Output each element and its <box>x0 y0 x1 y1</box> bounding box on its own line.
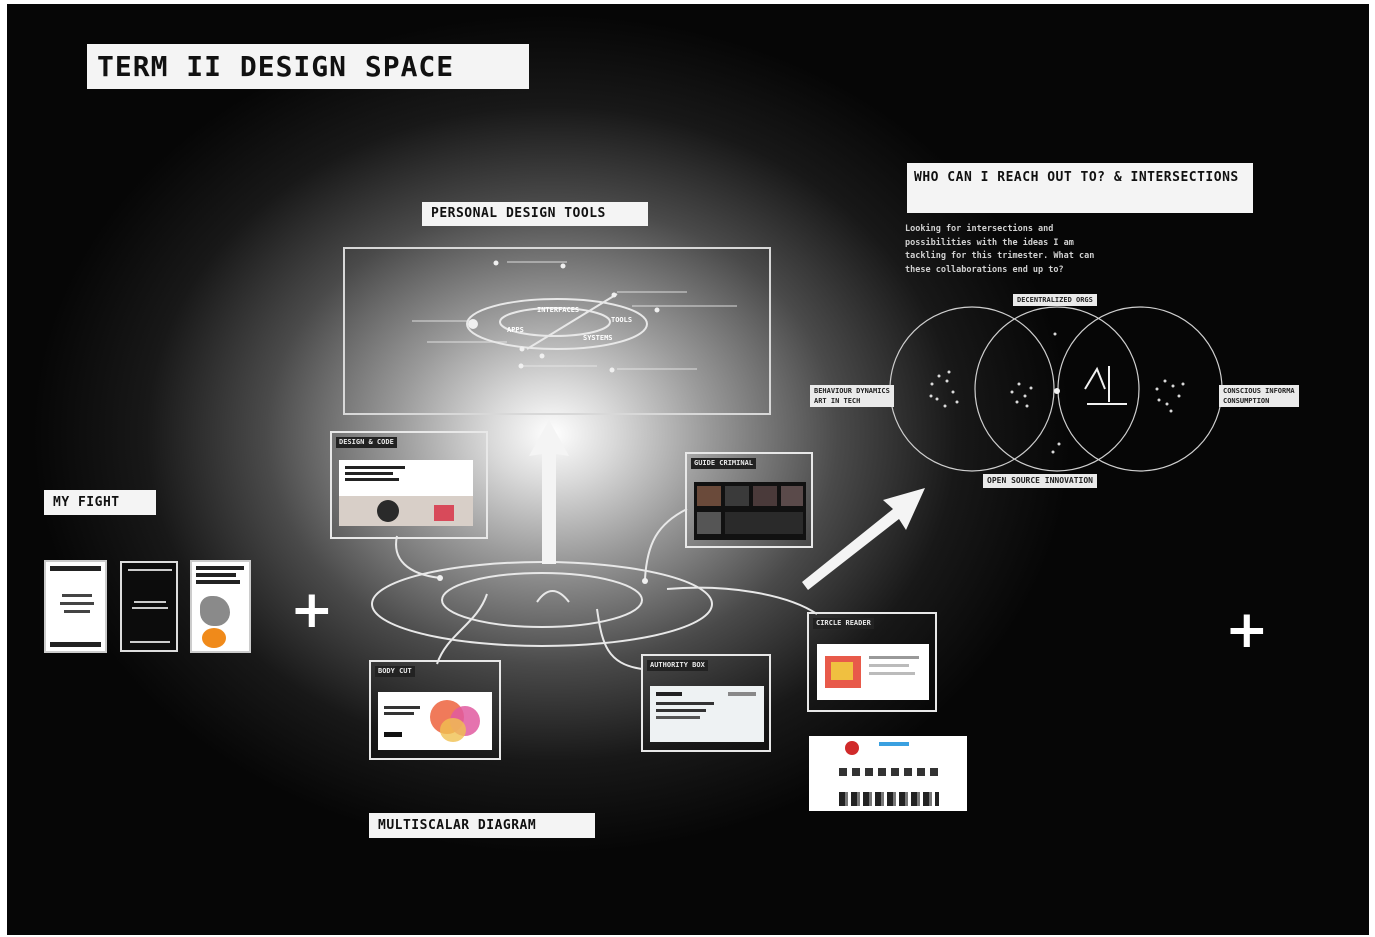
design-board: TERM II DESIGN SPACE PERSONAL DESIGN TOO… <box>7 4 1369 935</box>
social-profile-thumbnail <box>809 736 967 811</box>
tools-inner-ellipse <box>499 307 611 337</box>
frame-body-cut-caption: BODY CUT <box>375 666 415 677</box>
tools-outer-ellipse <box>466 298 648 350</box>
tools-label-systems: SYSTEMS <box>583 334 613 342</box>
guide-criminal-thumbnail <box>694 482 806 540</box>
venn-label-right: CONSCIOUS INFORMA CONSUMPTION <box>1219 385 1299 407</box>
frame-design-code-caption: DESIGN & CODE <box>336 437 397 448</box>
plus-icon-right: + <box>1225 600 1269 660</box>
reach-out-label: WHO CAN I REACH OUT TO? & INTERSECTIONS <box>907 163 1253 213</box>
wire-to-circle-reader <box>666 586 818 615</box>
frame-authority-box: AUTHORITY BOX <box>641 654 771 752</box>
venn-logo-icon <box>1084 366 1127 405</box>
venn-circle-middle <box>974 306 1140 472</box>
multiscalar-inner-arc <box>536 590 570 603</box>
venn-circle-right <box>1057 306 1223 472</box>
tools-label-interfaces: INTERFACES <box>537 306 580 314</box>
frame-circle-reader-caption: CIRCLE READER <box>813 618 874 629</box>
my-fight-book-3 <box>190 560 251 653</box>
frame-guide-criminal-caption: GUIDE CRIMINAL <box>691 458 757 469</box>
arrow-up-icon <box>529 420 569 564</box>
venn-label-bottom: OPEN SOURCE INNOVATION <box>983 474 1097 488</box>
venn-dots-left <box>929 370 959 408</box>
reach-out-description: Looking for intersections and possibilit… <box>905 224 1095 275</box>
my-fight-book-1 <box>44 560 107 653</box>
my-fight-label: MY FIGHT <box>44 490 156 515</box>
board-title: TERM II DESIGN SPACE <box>87 44 529 89</box>
plus-icon-left: + <box>290 580 334 640</box>
venn-label-left: BEHAVIOUR DYNAMICS ART IN TECH <box>810 385 894 407</box>
body-cut-thumbnail <box>378 692 492 750</box>
venn-circle-left <box>889 306 1055 472</box>
multiscalar-inner-ellipse <box>441 572 643 628</box>
frame-circle-reader: CIRCLE READER <box>807 612 937 712</box>
frame-design-code: DESIGN & CODE <box>330 431 488 539</box>
personal-tools-frame <box>343 247 771 415</box>
venn-dots-middle <box>1010 332 1061 454</box>
venn-label-left-line1: BEHAVIOUR DYNAMICS <box>814 387 890 395</box>
arrow-diagonal-icon <box>802 488 925 590</box>
tools-label-apps: APPS <box>507 326 524 334</box>
my-fight-book-2 <box>120 561 178 652</box>
design-code-thumbnail <box>339 460 473 526</box>
frame-authority-box-caption: AUTHORITY BOX <box>647 660 708 671</box>
wire-to-design-code <box>395 535 441 579</box>
circle-reader-thumbnail <box>817 644 929 700</box>
tools-label-tools: TOOLS <box>611 316 633 324</box>
connection-lines <box>343 247 1223 670</box>
personal-design-tools-label: PERSONAL DESIGN TOOLS <box>422 202 648 226</box>
frame-body-cut: BODY CUT <box>369 660 501 760</box>
frame-guide-criminal: GUIDE CRIMINAL <box>685 452 813 548</box>
venn-dots-right <box>1155 379 1185 413</box>
multiscalar-diagram-label: MULTISCALAR DIAGRAM <box>369 813 595 838</box>
tools-diagonal <box>526 293 618 350</box>
venn-label-top: DECENTRALIZED ORGS <box>1013 294 1097 306</box>
wire-to-authority-box <box>596 608 643 670</box>
venn-label-right-line1: CONSCIOUS INFORMA <box>1223 387 1295 395</box>
authority-box-thumbnail <box>650 686 764 742</box>
venn-label-right-line2: CONSUMPTION <box>1223 397 1270 405</box>
venn-label-left-line2: ART IN TECH <box>814 397 861 405</box>
wire-to-guide-criminal <box>644 508 688 580</box>
wire-to-body-cut <box>436 593 488 665</box>
